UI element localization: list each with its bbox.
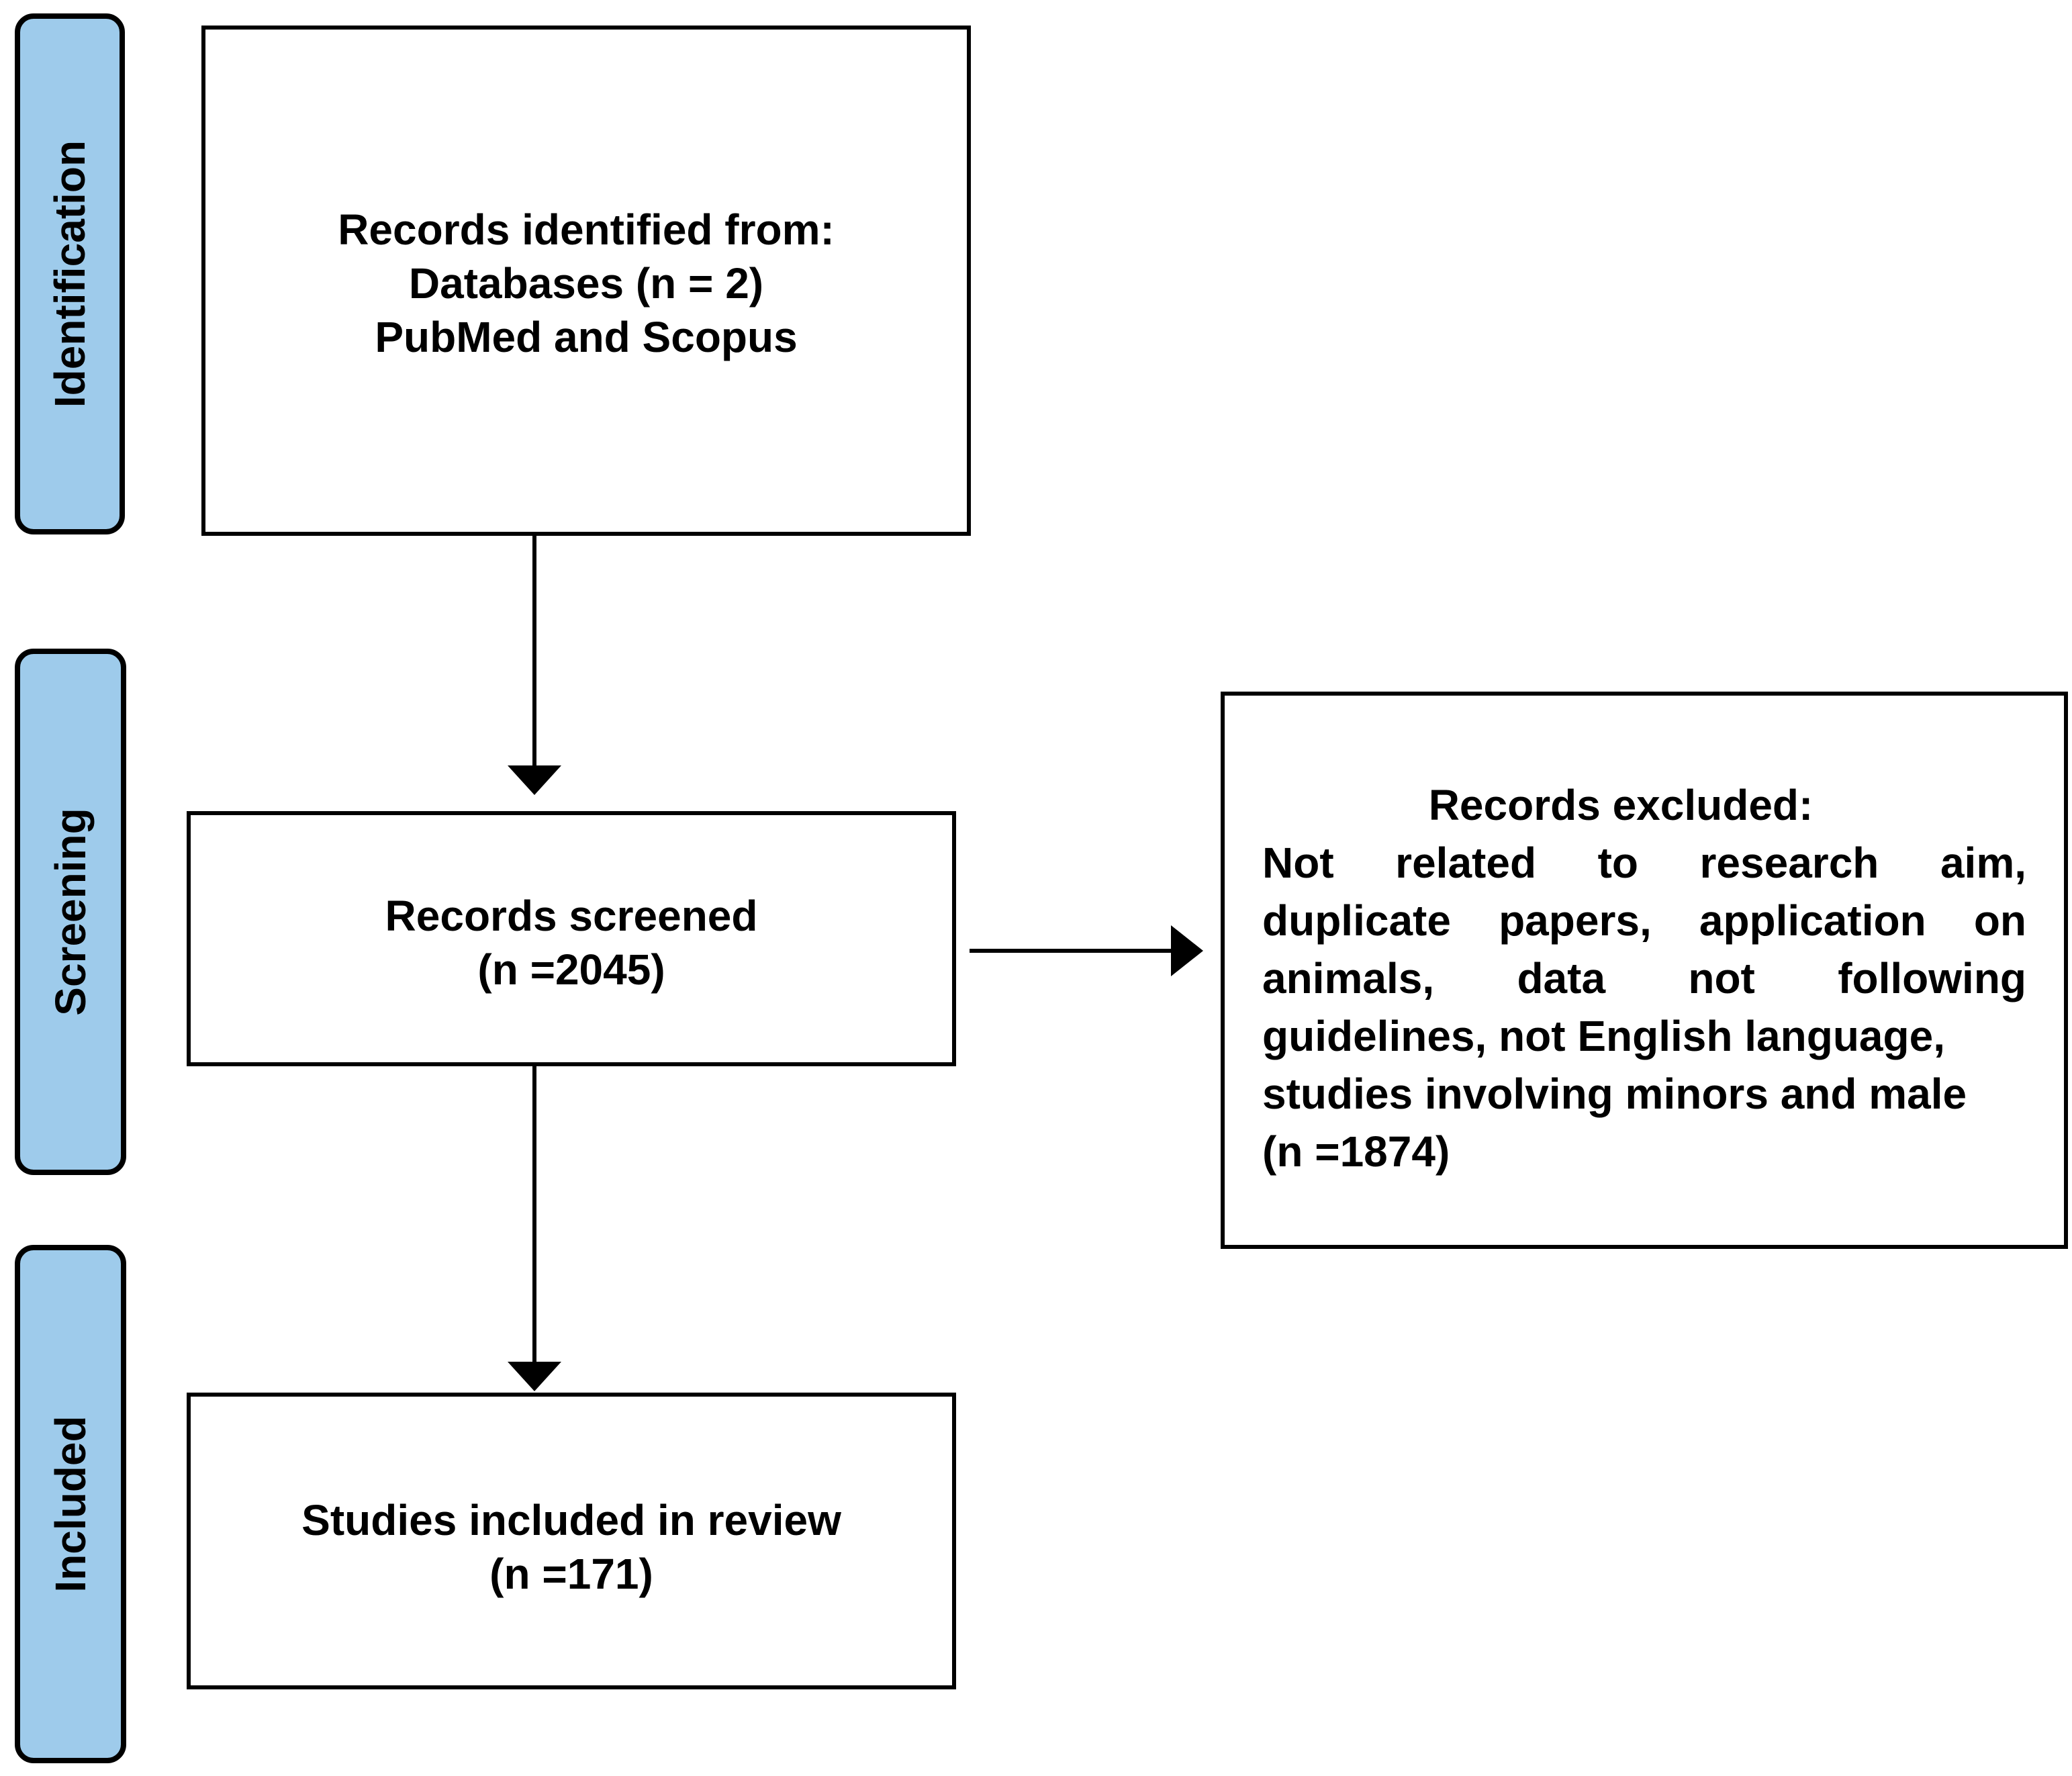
phase-screening-label: Screening <box>46 808 95 1016</box>
records-identified-line-1: Records identified from: <box>338 205 835 254</box>
records-screened-line-2: (n =2045) <box>477 945 665 994</box>
arrow-screened-to-included <box>508 1064 561 1391</box>
records-excluded-box: Records excluded: Not related to researc… <box>1221 692 2068 1249</box>
arrow-identified-to-screened <box>508 534 561 795</box>
studies-included-line-1: Studies included in review <box>301 1496 841 1544</box>
phase-included: Included <box>15 1245 126 1763</box>
phase-included-label: Included <box>46 1415 95 1593</box>
phase-screening: Screening <box>15 649 126 1175</box>
exclusion-reason-line: animals, data not following <box>1262 954 2026 1002</box>
records-excluded-count: (n =1874) <box>1262 1127 1450 1176</box>
arrow-screened-to-excluded <box>970 925 1203 976</box>
records-screened-box: Records screened (n =2045) <box>187 811 956 1066</box>
records-identified-text: Records identified from: Databases (n = … <box>205 203 967 364</box>
exclusion-reason-line: Not related to research aim, <box>1262 839 2026 887</box>
records-screened-line-1: Records screened <box>385 892 758 940</box>
records-screened-text: Records screened (n =2045) <box>191 889 952 996</box>
studies-included-line-2: (n =171) <box>489 1550 653 1598</box>
records-identified-line-3: PubMed and Scopus <box>375 313 798 361</box>
records-identified-line-2: Databases (n = 2) <box>408 259 764 308</box>
records-excluded-heading: Records excluded: <box>1428 781 1814 829</box>
exclusion-reason-line: duplicate papers, application on <box>1262 896 2026 945</box>
studies-included-box: Studies included in review (n =171) <box>187 1393 956 1689</box>
studies-included-text: Studies included in review (n =171) <box>191 1493 952 1601</box>
records-identified-box: Records identified from: Databases (n = … <box>201 26 971 536</box>
phase-identification-label: Identification <box>46 140 94 408</box>
records-excluded-reasons: Not related to research aim, duplicate p… <box>1262 834 2026 1180</box>
phase-identification: Identification <box>15 13 125 534</box>
exclusion-reason-line: guidelines, not English language, <box>1262 1012 1945 1060</box>
exclusion-reason-line: studies involving minors and male <box>1262 1070 1967 1118</box>
